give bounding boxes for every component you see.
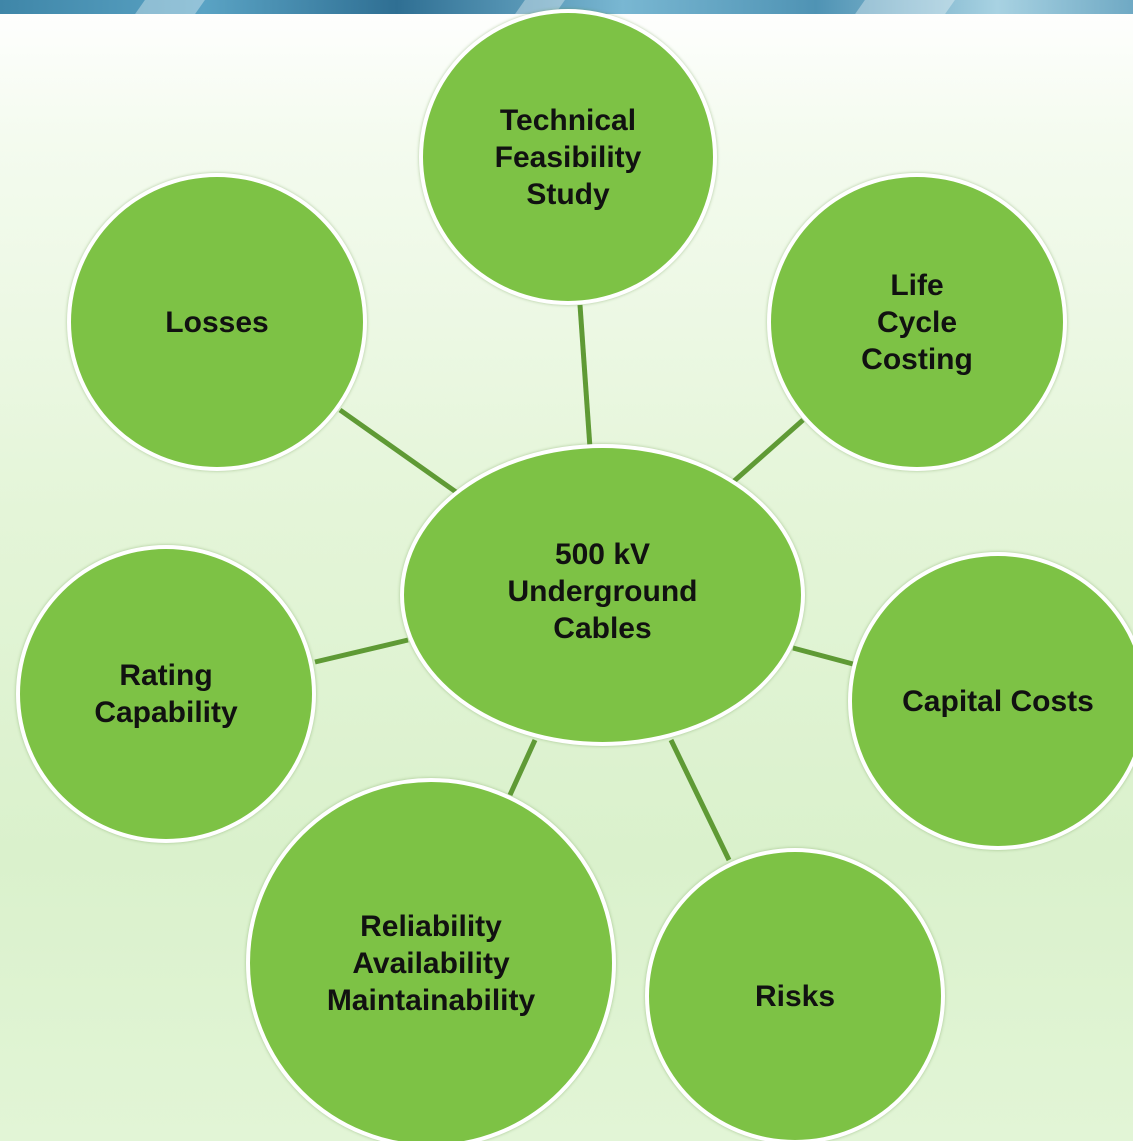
node-label: Technical Feasibility Study [494,103,642,211]
node-capital-costs: Capital Costs [848,552,1133,850]
node-risks: Risks [645,848,945,1141]
node-losses: Losses [67,173,367,471]
node-label: Risks [754,979,836,1013]
connector-reliability [507,738,538,797]
connector-life-cycle-costing [731,418,805,484]
connector-capital-costs [792,645,854,667]
node-rating-capability: Rating Capability [16,545,316,843]
center-node-label: 500 kV Underground Cables [507,537,698,645]
connector-rating-capability [314,637,409,665]
node-reliability-availability-maintainability: Reliability Availability Maintainability [246,778,616,1141]
node-label: Rating Capability [94,659,238,729]
connector-technical-feasibility [577,304,593,449]
header-banner-image [0,0,1133,14]
node-life-cycle-costing: Life Cycle Costing [767,173,1067,471]
node-label: Losses [165,305,269,339]
node-label: Life Cycle Costing [861,268,973,376]
center-node-500kv-underground-cables: 500 kV Underground Cables [400,444,805,746]
connector-risks [668,738,732,862]
node-technical-feasibility-study: Technical Feasibility Study [419,9,717,305]
node-label: Capital Costs [902,684,1094,718]
node-label: Reliability Availability Maintainability [326,909,536,1017]
connector-losses [338,407,458,495]
